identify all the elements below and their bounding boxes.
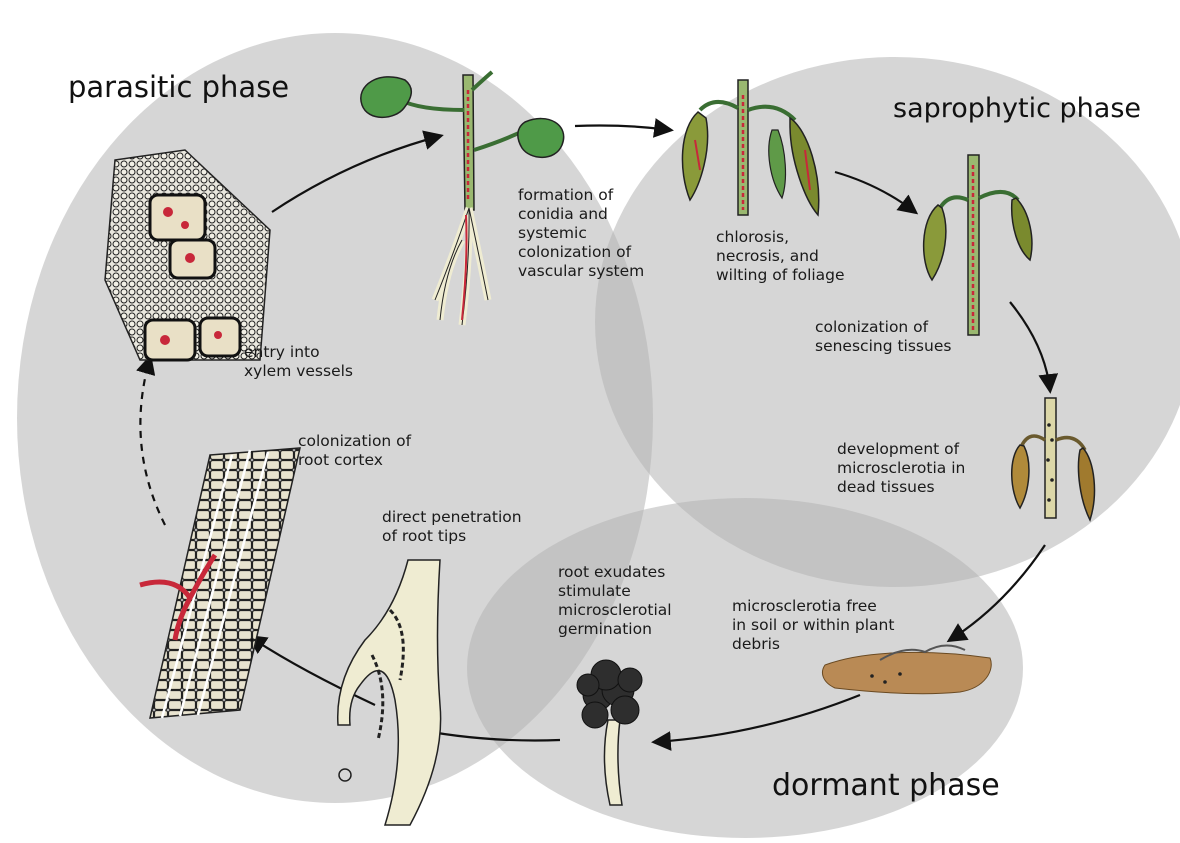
caption-root-tip-penetration: direct penetration of root tips [382,508,522,546]
caption-root-exudates: root exudates stimulate microsclerotial … [558,563,672,639]
caption-xylem-entry: entry into xylem vessels [244,343,353,381]
caption-microsclerotia-development: development of microsclerotia in dead ti… [837,440,965,497]
caption-senescing: colonization of senescing tissues [815,318,951,356]
caption-microsclerotia-free: microsclerotia free in soil or within pl… [732,597,894,654]
saprophytic-phase-title: saprophytic phase [893,93,1141,124]
caption-wilting: chlorosis, necrosis, and wilting of foli… [716,228,845,285]
dormant-phase-title: dormant phase [772,768,1000,803]
arrow-plant-to-wilting [575,126,670,131]
parasitic-phase-title: parasitic phase [68,70,289,104]
caption-root-cortex: colonization of root cortex [298,432,411,470]
caption-conidia-formation: formation of conidia and systemic coloni… [518,186,644,281]
